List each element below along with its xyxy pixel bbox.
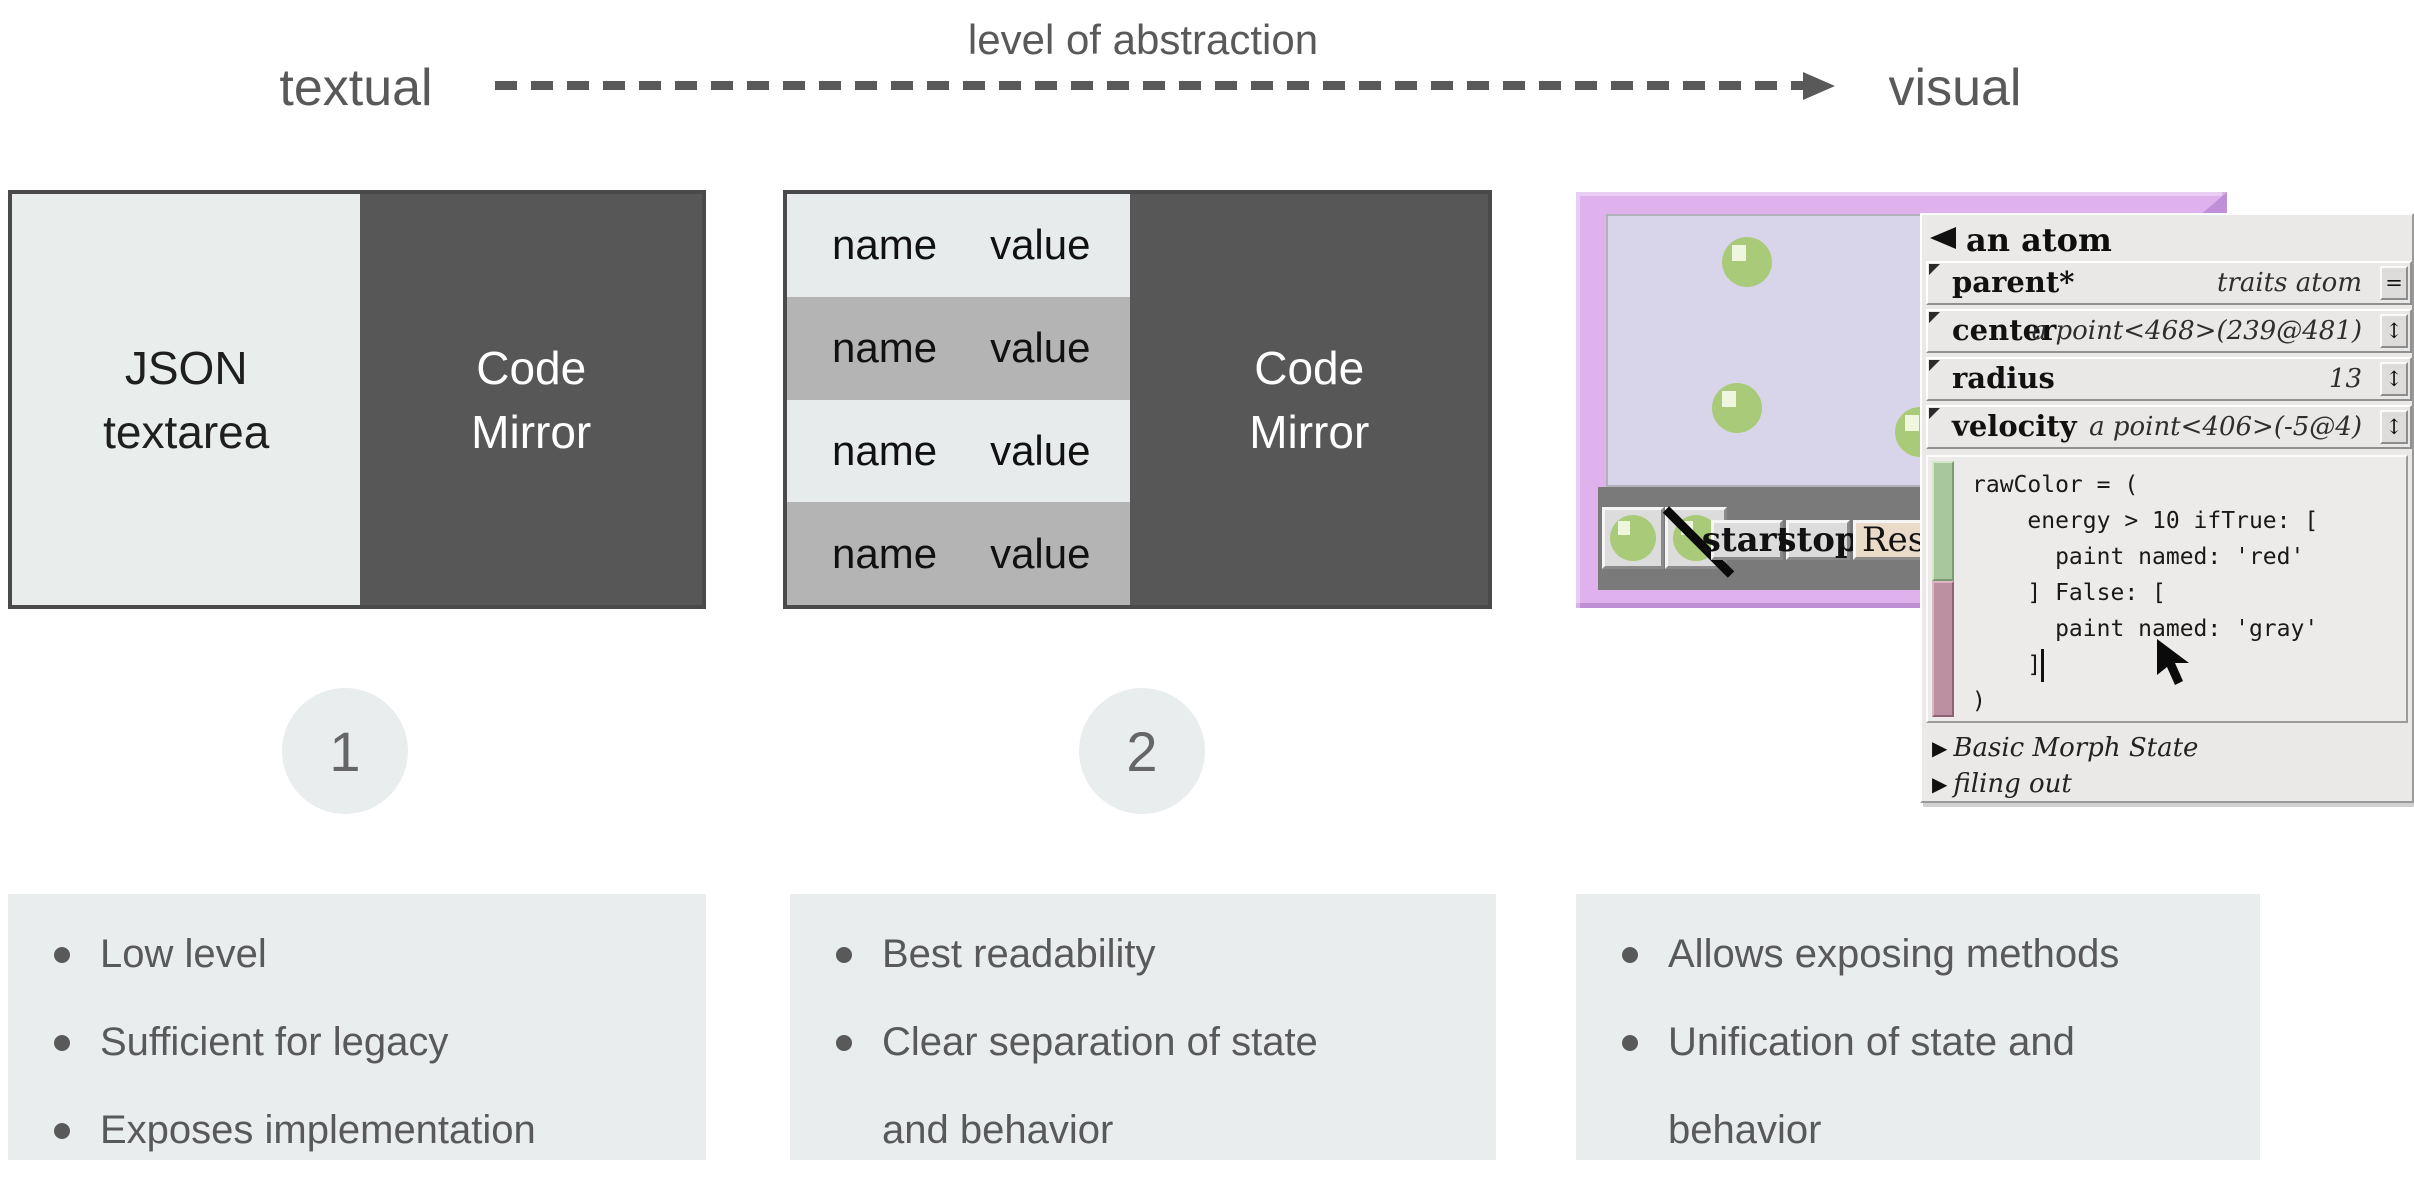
- radius-label: radius: [1952, 361, 2055, 395]
- arrow-head-icon: [1803, 72, 1835, 100]
- option2-number-badge: 2: [1079, 688, 1205, 814]
- atom-ball[interactable]: [1712, 383, 1762, 433]
- flag-icon: [1929, 408, 1940, 419]
- inspector-row-velocity[interactable]: velocity a point<406>(-5@4) ↕: [1926, 405, 2412, 449]
- list-item: Clear separation of state and behavior: [830, 998, 1496, 1174]
- list-item: Low level: [48, 910, 706, 998]
- bullet-dot-icon: [1616, 910, 1668, 998]
- row3-value: value: [990, 426, 1091, 474]
- parent-control-button[interactable]: =: [2380, 266, 2408, 300]
- inspector-row-radius[interactable]: radius 13 ↕: [1926, 357, 2412, 401]
- section-filing-out[interactable]: ▶ filing out: [1932, 767, 2072, 801]
- axis-title: level of abstraction: [967, 16, 1319, 63]
- parent-value: traits atom: [2216, 268, 2362, 298]
- atom-icon: [1610, 515, 1656, 561]
- code-text: rawColor = ( energy > 10 ifTrue: [ paint…: [1972, 472, 2319, 714]
- center-value: a point<468>(239@481): [2031, 316, 2362, 346]
- section-basic-morph-state[interactable]: ▶ Basic Morph State: [1932, 731, 2198, 765]
- window-fold-notch-icon: [2199, 192, 2227, 216]
- stop-button[interactable]: stop: [1777, 520, 1859, 560]
- mouse-pointer-icon: [2157, 639, 2189, 685]
- center-stepper-button[interactable]: ↕: [2380, 314, 2408, 348]
- codemirror2-line2: Mirror: [1249, 405, 1370, 458]
- inspector-row-center[interactable]: center a point<468>(239@481) ↕: [1926, 309, 2412, 353]
- name-value-table[interactable]: name value name value name value name va…: [787, 194, 1131, 605]
- json-textarea-panel[interactable]: JSON textarea: [12, 194, 361, 605]
- inspector-title: an atom: [1966, 221, 2112, 259]
- row2-name: name: [832, 324, 938, 372]
- flag-icon: [1929, 312, 1940, 323]
- row1-name: name: [832, 221, 938, 269]
- start-button[interactable]: start: [1701, 520, 1793, 560]
- list-item: Best readability: [830, 910, 1496, 998]
- list-item: Sufficient for legacy: [48, 998, 706, 1086]
- row1-value: value: [990, 221, 1091, 269]
- codemirror2-line1: Code: [1254, 341, 1365, 394]
- parent-label: parent*: [1952, 265, 2075, 299]
- code-editor[interactable]: rawColor = ( energy > 10 ifTrue: [ paint…: [1926, 455, 2408, 723]
- table-row[interactable]: name value: [787, 194, 1131, 297]
- list-item: Exposes implementation: [48, 1086, 706, 1174]
- bullet-dot-icon: [830, 910, 882, 998]
- atom-inspector-panel: an atom parent* traits atom = center a p…: [1920, 213, 2414, 803]
- option2-box: name value name value name value name va…: [783, 190, 1492, 609]
- codemirror1-line1: Code: [476, 341, 587, 394]
- row2-value: value: [990, 324, 1091, 372]
- scrollbar-thumb[interactable]: [1932, 461, 1954, 581]
- row4-value: value: [990, 529, 1091, 577]
- table-row[interactable]: name value: [787, 296, 1131, 400]
- center-label: center: [1952, 313, 2057, 347]
- expand-triangle-icon[interactable]: ▶: [1932, 736, 1948, 760]
- bullet-dot-icon: [830, 998, 882, 1174]
- axis-left-label: textual: [279, 59, 433, 117]
- json-textarea-label-line1: JSON: [124, 341, 248, 394]
- velocity-label: velocity: [1952, 409, 2077, 443]
- option2-number: 2: [1126, 719, 1158, 783]
- reset-button[interactable]: Resi: [1853, 520, 1939, 560]
- table-row[interactable]: name value: [787, 399, 1131, 503]
- option2-notes-panel: Best readability Clear separation of sta…: [790, 894, 1496, 1160]
- scrollbar-track[interactable]: [1932, 581, 1954, 717]
- option1-number: 1: [329, 719, 361, 783]
- list-item: Allows exposing methods: [1616, 910, 2260, 998]
- option1-number-badge: 1: [282, 688, 408, 814]
- bullet-dot-icon: [1616, 998, 1668, 1174]
- codemirror-panel-1[interactable]: Code Mirror: [360, 194, 702, 605]
- flag-icon: [1929, 264, 1940, 275]
- radius-stepper-button[interactable]: ↕: [2380, 362, 2408, 396]
- bullet-dot-icon: [48, 998, 100, 1086]
- table-row[interactable]: name value: [787, 502, 1131, 605]
- bullet-dot-icon: [48, 1086, 100, 1174]
- expand-triangle-icon[interactable]: ▶: [1932, 772, 1948, 796]
- axis-right-label: visual: [1888, 59, 2022, 117]
- section-label: Basic Morph State: [1953, 733, 2199, 763]
- radius-value: 13: [2328, 364, 2362, 394]
- pennant-icon[interactable]: [1930, 227, 1956, 249]
- velocity-value: a point<406>(-5@4): [2089, 412, 2362, 442]
- row4-name: name: [832, 529, 938, 577]
- row3-name: name: [832, 426, 938, 474]
- flag-icon: [1929, 360, 1940, 371]
- section-label: filing out: [1953, 769, 2072, 799]
- velocity-stepper-button[interactable]: ↕: [2380, 410, 2408, 444]
- json-textarea-label-line2: textarea: [103, 405, 270, 458]
- text-cursor: [2041, 649, 2044, 682]
- option3-notes-panel: Allows exposing methods Unification of s…: [1576, 894, 2260, 1160]
- codemirror1-line2: Mirror: [471, 405, 592, 458]
- add-atom-button[interactable]: [1602, 507, 1664, 569]
- option1-notes-panel: Low level Sufficient for legacy Exposes …: [8, 894, 706, 1160]
- scrollbar[interactable]: [1932, 461, 1954, 717]
- bullet-dot-icon: [48, 910, 100, 998]
- codemirror-panel-2[interactable]: Code Mirror: [1130, 194, 1488, 605]
- list-item: Unification of state and behavior: [1616, 998, 2260, 1174]
- option1-box: JSON textarea Code Mirror: [8, 190, 706, 609]
- dashed-arrow-line: [495, 81, 1805, 90]
- inspector-row-parent[interactable]: parent* traits atom =: [1926, 261, 2412, 305]
- atom-ball[interactable]: [1722, 237, 1772, 287]
